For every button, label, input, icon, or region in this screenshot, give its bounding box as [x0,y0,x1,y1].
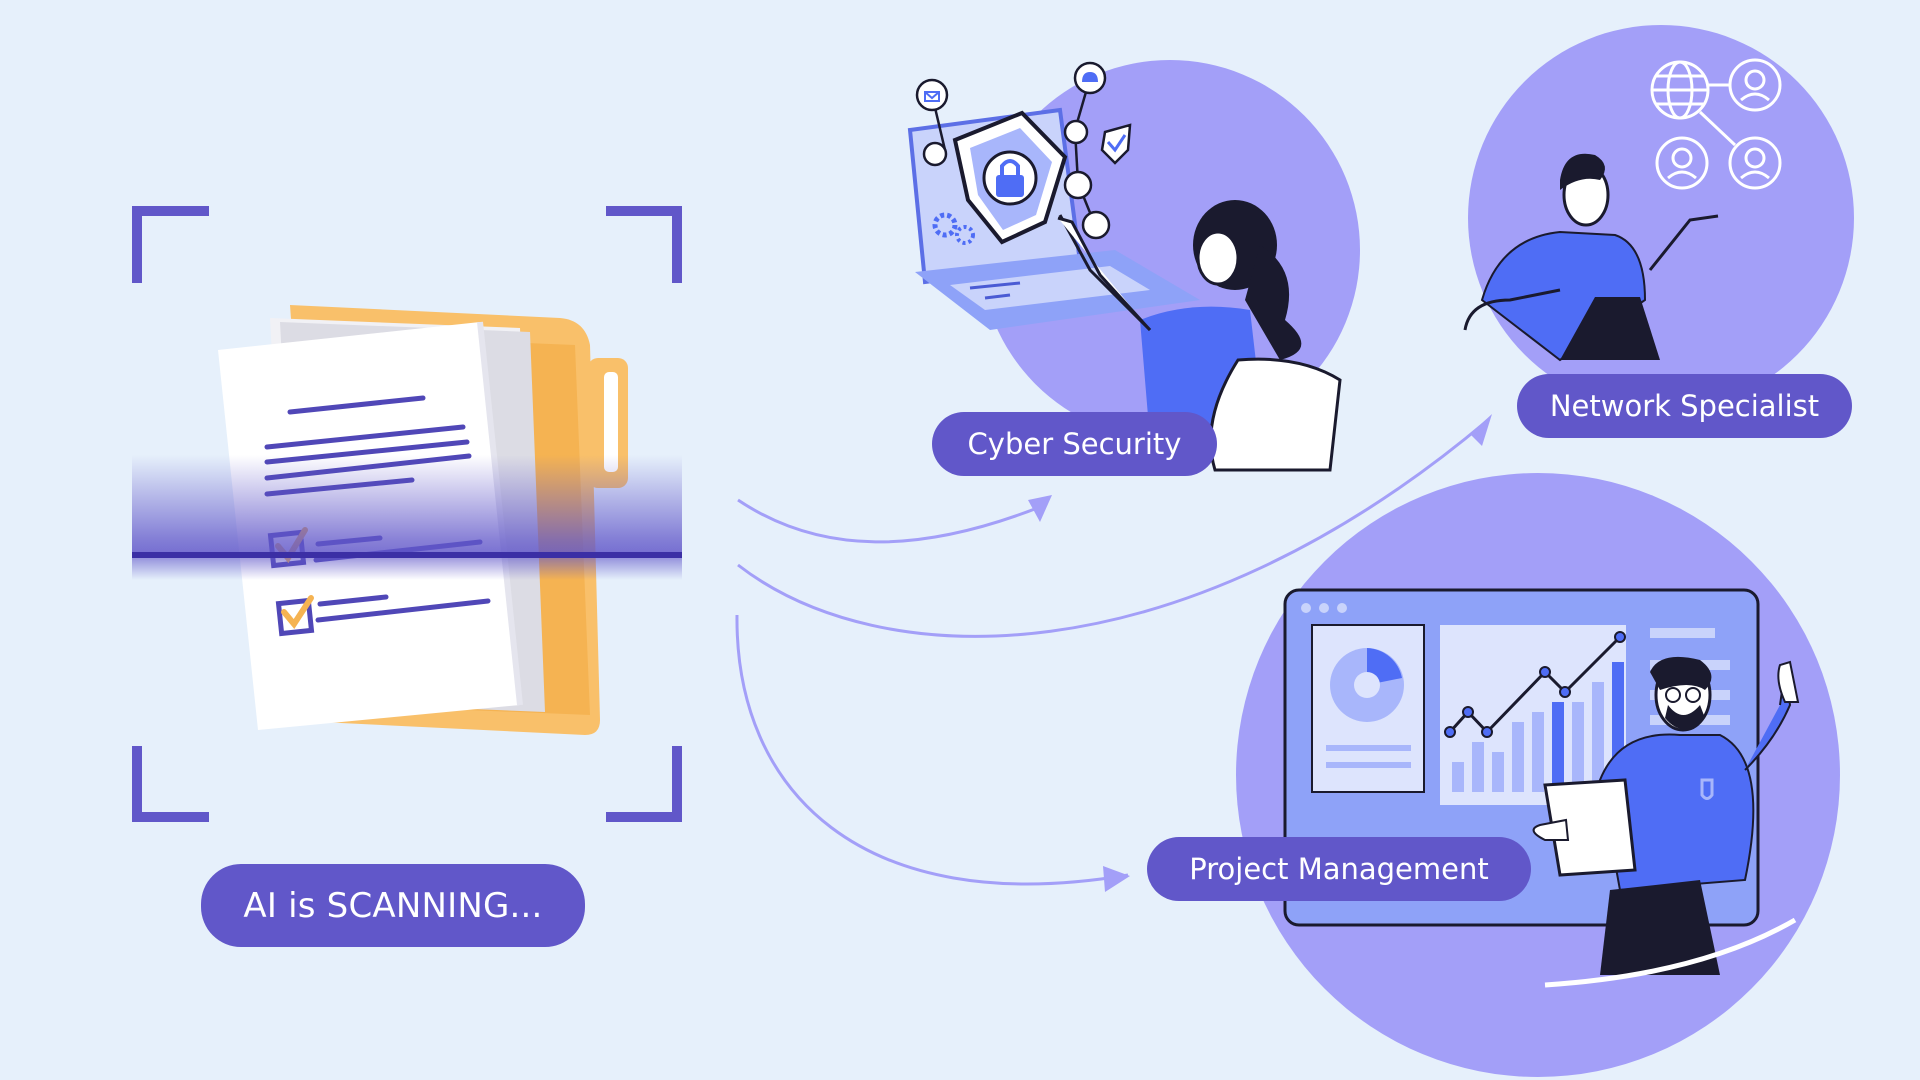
scan-corner-top-left [132,206,209,283]
scan-corner-bottom-right [606,746,682,822]
scan-corner-top-right [606,206,682,283]
scan-corner-bottom-left [132,746,209,822]
scan-beam [132,455,682,580]
gear-icon [932,212,958,238]
network-globe-icon [1650,58,1782,190]
arrow-to-cyber-security [737,498,1046,544]
cyber-security-illustration [907,60,1360,472]
arrow-heads [1028,414,1492,892]
project-management-illustration [1236,473,1840,1077]
scanning-status-badge: AI is SCANNING... [201,864,585,947]
arrow-to-network-specialist [737,418,1489,638]
flow-arrows [735,418,1489,886]
arrow-to-project-management [735,614,1129,886]
laptop-icon [1560,297,1660,360]
tablet-icon [1543,778,1637,877]
network-specialist-label[interactable]: Network Specialist [1517,374,1852,438]
gear-icon [955,225,975,245]
small-shield-icon [1100,123,1132,165]
cyber-security-backdrop [980,60,1360,440]
bolt-badge-icon [1700,778,1714,800]
network-specialist-illustration [1463,25,1854,411]
cyber-security-label[interactable]: Cyber Security [932,412,1217,476]
scan-frame [132,206,682,822]
network-specialist-backdrop [1468,25,1854,411]
project-management-label[interactable]: Project Management [1147,837,1531,901]
